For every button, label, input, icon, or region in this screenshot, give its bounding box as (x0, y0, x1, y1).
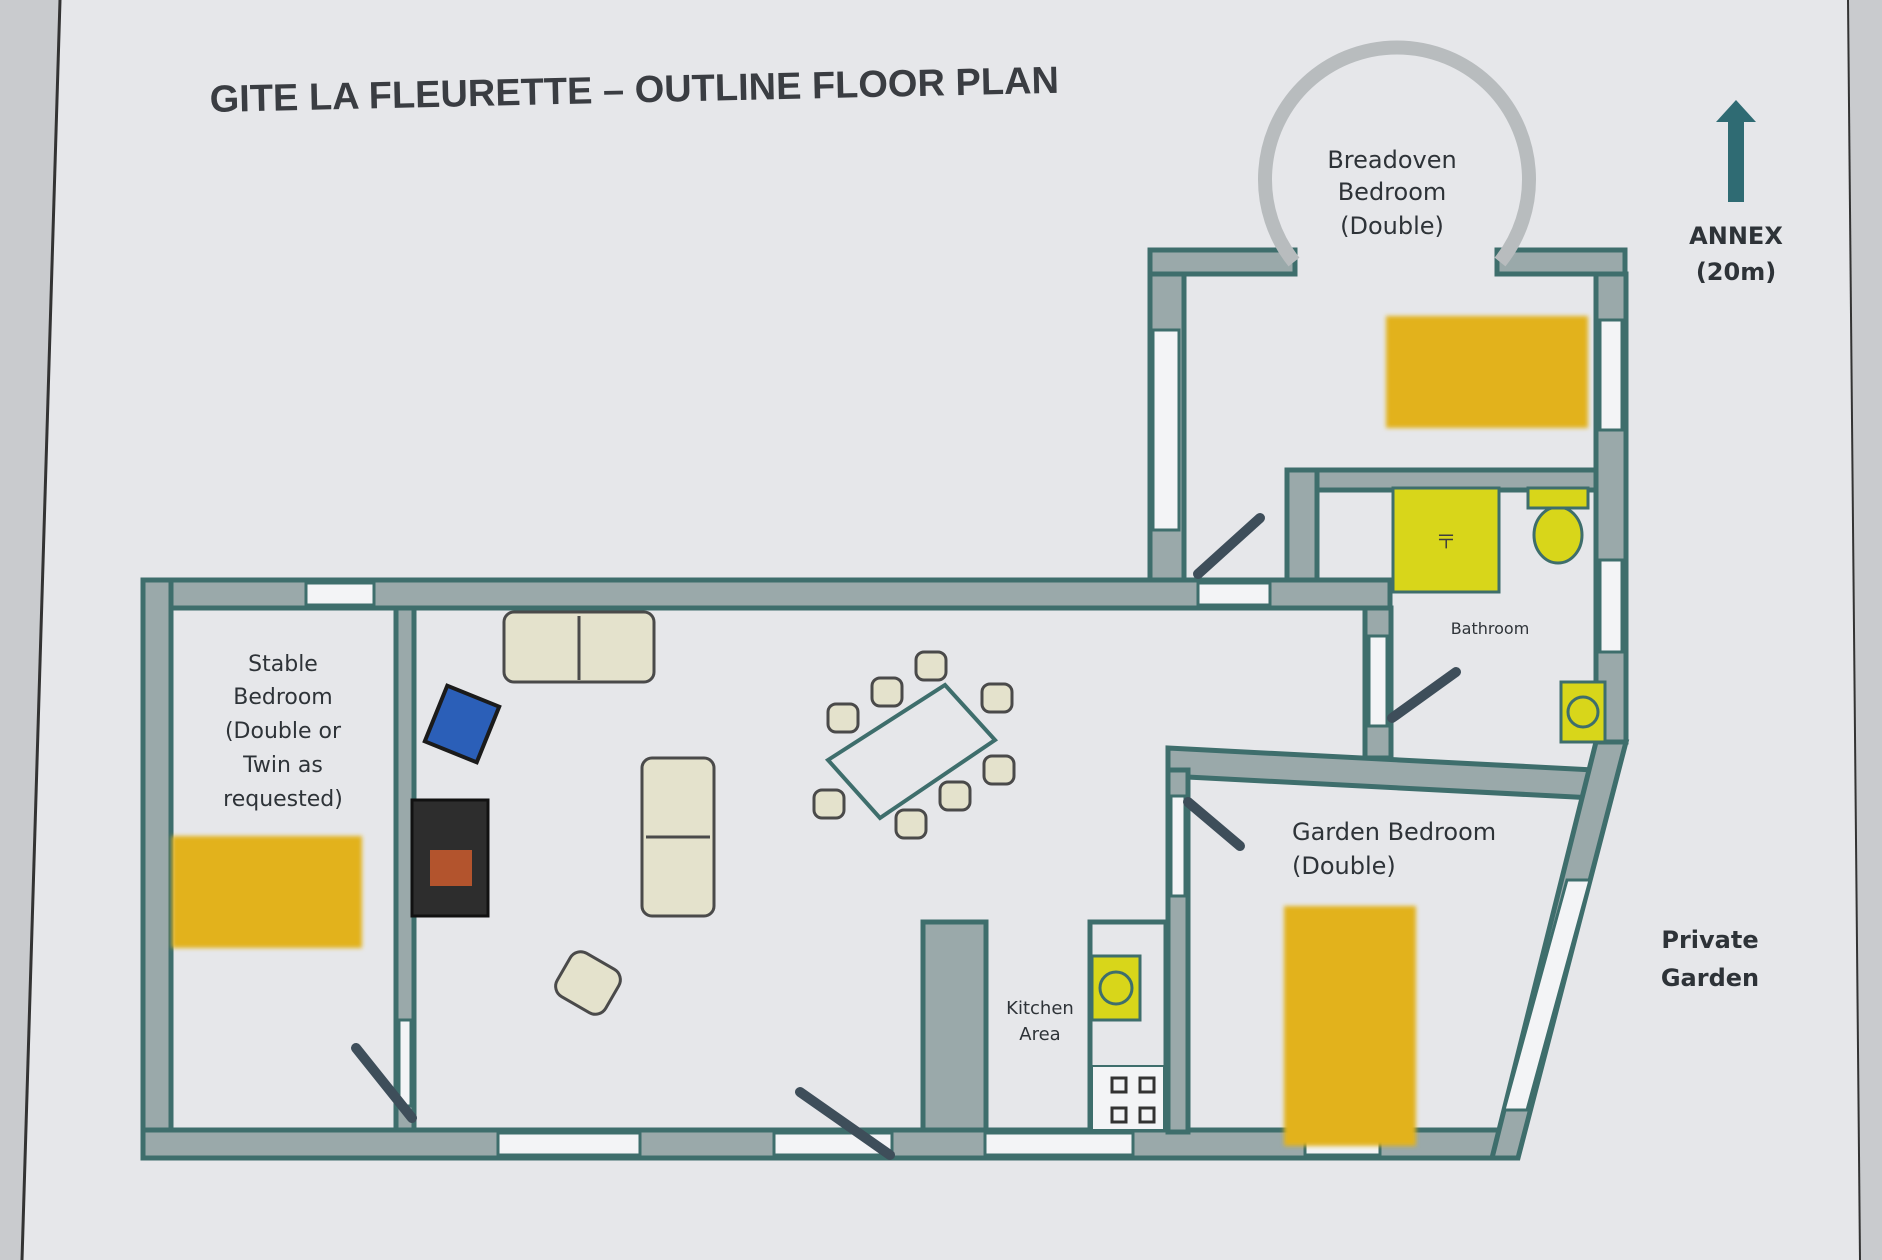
window (304, 581, 376, 607)
window (983, 1131, 1135, 1157)
shower (1391, 486, 1501, 594)
svg-text:Bedroom: Bedroom (1338, 178, 1447, 206)
dining-chairs (812, 650, 1016, 840)
breadoven-label: Breadoven Bedroom (Double) (1327, 146, 1456, 240)
svg-text:Twin as: Twin as (242, 753, 323, 778)
window (1367, 634, 1389, 728)
wall-bathroom-stub (1284, 467, 1320, 583)
svg-text:Garden: Garden (1661, 964, 1759, 992)
window (1196, 581, 1272, 607)
svg-text:Garden Bedroom: Garden Bedroom (1292, 818, 1496, 846)
toilet (1532, 505, 1584, 565)
bed-stable (172, 836, 362, 948)
window (397, 1018, 413, 1108)
chair (894, 808, 928, 840)
chair (870, 676, 904, 708)
toilet-cistern (1526, 486, 1590, 510)
armchair (554, 950, 622, 1016)
window (1502, 878, 1592, 1112)
kitchen-label: Kitchen Area (1006, 998, 1074, 1045)
door-garden (1183, 797, 1245, 851)
wall-left (140, 577, 174, 1161)
svg-text:(Double): (Double) (1292, 852, 1396, 880)
stable-label: Stable Bedroom (Double or Twin as reques… (223, 652, 343, 812)
private-garden-label: Private Garden (1661, 926, 1759, 992)
svg-text:ANNEX: ANNEX (1689, 222, 1783, 250)
windows (304, 318, 1624, 1157)
beds (172, 316, 1588, 1146)
chair (826, 702, 860, 734)
breadoven-arch (1258, 40, 1536, 267)
svg-text:Stable: Stable (248, 652, 318, 677)
window (1151, 328, 1181, 532)
bed-breadoven (1386, 316, 1588, 428)
annex-arrow-icon (1716, 100, 1756, 202)
chair (982, 754, 1016, 786)
svg-text:Kitchen: Kitchen (1006, 998, 1074, 1019)
paper-right-edge (1847, 0, 1861, 1260)
svg-text:(Double or: (Double or (225, 719, 342, 744)
bathroom-label: Bathroom (1451, 619, 1530, 638)
hob-rings (1110, 1076, 1156, 1124)
door-main (795, 1087, 895, 1160)
door-stable (351, 1043, 417, 1123)
window (1598, 318, 1624, 432)
door-breadoven (1193, 513, 1265, 579)
wall-breadoven-top-right (1494, 247, 1628, 277)
door-bathroom (1387, 667, 1461, 723)
shower-icon: ⫧ (1438, 523, 1454, 554)
svg-text:Private: Private (1661, 926, 1758, 954)
doors (351, 513, 1461, 1160)
svg-text:Bedroom: Bedroom (233, 685, 333, 710)
dining-table (824, 682, 999, 821)
bed-garden (1284, 906, 1416, 1146)
kitchen-island (920, 919, 989, 1133)
garden-bedroom-label: Garden Bedroom (Double) (1292, 818, 1496, 880)
svg-text:(Double): (Double) (1340, 212, 1444, 240)
annex-label: ANNEX (20m) (1689, 222, 1783, 286)
window (1169, 794, 1187, 898)
living-furniture (410, 610, 999, 1016)
bathroom-fixtures: ⫧ (1391, 486, 1607, 744)
chair (938, 780, 972, 812)
chair (980, 682, 1014, 714)
window (1598, 558, 1624, 654)
svg-text:Area: Area (1019, 1024, 1060, 1045)
svg-text:(20m): (20m) (1696, 258, 1776, 286)
kitchen-sink-basin (1098, 970, 1134, 1006)
chair (812, 788, 846, 820)
bathroom-sink-basin (1566, 695, 1600, 729)
kitchen-fixtures (1090, 954, 1165, 1131)
paper-left-edge (20, 0, 62, 1260)
svg-text:Breadoven: Breadoven (1327, 146, 1456, 174)
svg-text:requested): requested) (223, 787, 343, 812)
wall-breadoven-top-left (1147, 247, 1298, 277)
window (496, 1131, 642, 1157)
chair (914, 650, 948, 682)
tv (422, 683, 502, 765)
